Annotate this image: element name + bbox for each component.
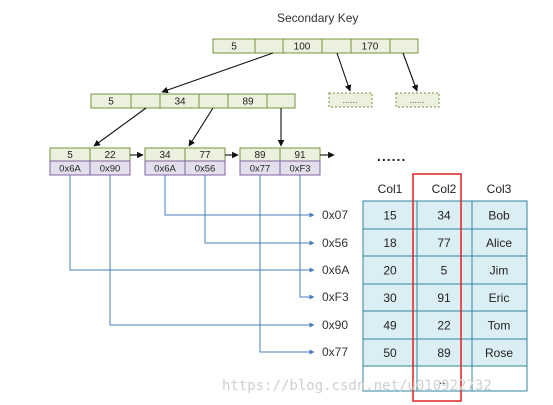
leaf-pointer: 0x90	[100, 164, 121, 175]
table-background	[362, 200, 528, 392]
edge-internal-to-leaf-2	[188, 107, 214, 147]
edge-internal-to-leaf-1	[93, 107, 147, 147]
table-cell: 15	[383, 209, 397, 223]
link-leaf2-0x6A-to-0x07	[164, 175, 315, 218]
internal-key: 5	[108, 97, 114, 108]
leaf-node-3: 89 91 0x77 0xF3	[239, 147, 321, 176]
placeholder-node-2: ......	[395, 92, 440, 108]
root-key: 100	[294, 42, 311, 53]
placeholder-box	[328, 92, 373, 108]
table-header: Col1 Col2 Col3	[378, 182, 512, 196]
row-address: 0x07	[322, 208, 348, 222]
leaf-key: 89	[254, 150, 266, 161]
table-cell: Eric	[489, 291, 510, 305]
link-leaf1-0x6A-to-0x6A	[69, 175, 315, 273]
root-key: 170	[362, 42, 379, 53]
table-cell: ...	[439, 373, 449, 387]
table-cell: 18	[383, 236, 397, 250]
leaf-pointer: 0x6A	[154, 164, 176, 175]
table-cell: 77	[437, 236, 451, 250]
data-table: 15 34 Bob 18 77 Alice 20 5 Jim 30 91 Eri…	[362, 200, 528, 392]
leaf-key: 5	[67, 150, 73, 161]
internal-key: 89	[242, 97, 254, 108]
edge-root-to-internal	[161, 52, 274, 94]
column-header: Col3	[487, 182, 512, 196]
leaf-ellipsis: ......	[377, 148, 406, 164]
leaf-node-2: 34 77 0x6A 0x56	[144, 147, 226, 176]
row-address: 0x56	[322, 236, 348, 250]
col2-highlight	[412, 173, 462, 402]
table-cell: 50	[383, 346, 397, 360]
link-leaf1-0x90-to-0x90	[109, 175, 315, 328]
leaf-pointer: 0xF3	[289, 164, 310, 175]
tree-edges	[93, 52, 419, 147]
edge-root-to-placeholder-2	[402, 52, 419, 92]
internal-node-box	[90, 93, 296, 109]
table-cell: 91	[437, 291, 451, 305]
root-node-box	[212, 38, 419, 54]
table-cell: 22	[437, 319, 451, 333]
root-node: 5 100 170	[212, 38, 419, 54]
table-cell: 5	[441, 264, 448, 278]
link-leaf3-0xF3-to-0xF3	[299, 175, 315, 300]
table-cell: 34	[437, 209, 451, 223]
leaf-node-1: 5 22 0x6A 0x90	[49, 147, 131, 176]
watermark: https://blog.csdn.net/u010922732	[222, 378, 492, 394]
column-header: Col2	[432, 182, 457, 196]
placeholder-node-1: ......	[328, 92, 373, 108]
table-cell: 89	[437, 346, 451, 360]
leaf-pointer: 0x56	[195, 164, 216, 175]
leaf-pointer: 0x77	[250, 164, 271, 175]
link-leaf3-0x77-to-0x77	[259, 175, 315, 355]
row-address: 0x77	[322, 345, 348, 359]
root-key: 5	[231, 42, 237, 53]
diagram-title: Secondary Key	[277, 11, 358, 25]
internal-key: 34	[174, 97, 186, 108]
internal-node: 5 34 89	[90, 93, 296, 109]
placeholder-box	[395, 92, 440, 108]
leaf-key: 91	[294, 150, 306, 161]
table-cell: Rose	[485, 346, 513, 360]
row-address: 0x6A	[322, 263, 349, 277]
table-cell: Jim	[490, 264, 509, 278]
row-addresses: 0x07 0x56 0x6A 0xF3 0x90 0x77	[322, 208, 349, 359]
row-address: 0x90	[322, 318, 348, 332]
table-cell: Alice	[486, 236, 512, 250]
row-address: 0xF3	[322, 290, 349, 304]
table-cell: Bob	[488, 209, 510, 223]
leaf-key: 34	[159, 150, 171, 161]
placeholder-label: ......	[409, 95, 424, 105]
table-cell: 49	[383, 319, 397, 333]
table-cell: 20	[383, 264, 397, 278]
link-leaf2-0x56-to-0x56	[204, 175, 315, 246]
column-header: Col1	[378, 182, 403, 196]
table-last-row-bg	[362, 365, 528, 392]
edge-root-to-placeholder-1	[336, 52, 352, 92]
table-cell: Tom	[488, 319, 511, 333]
pointer-links	[69, 175, 315, 355]
leaf-pointer: 0x6A	[59, 164, 81, 175]
leaf-key: 77	[199, 150, 211, 161]
table-cell: 30	[383, 291, 397, 305]
placeholder-label: ......	[342, 95, 357, 105]
leaf-key: 22	[104, 150, 116, 161]
